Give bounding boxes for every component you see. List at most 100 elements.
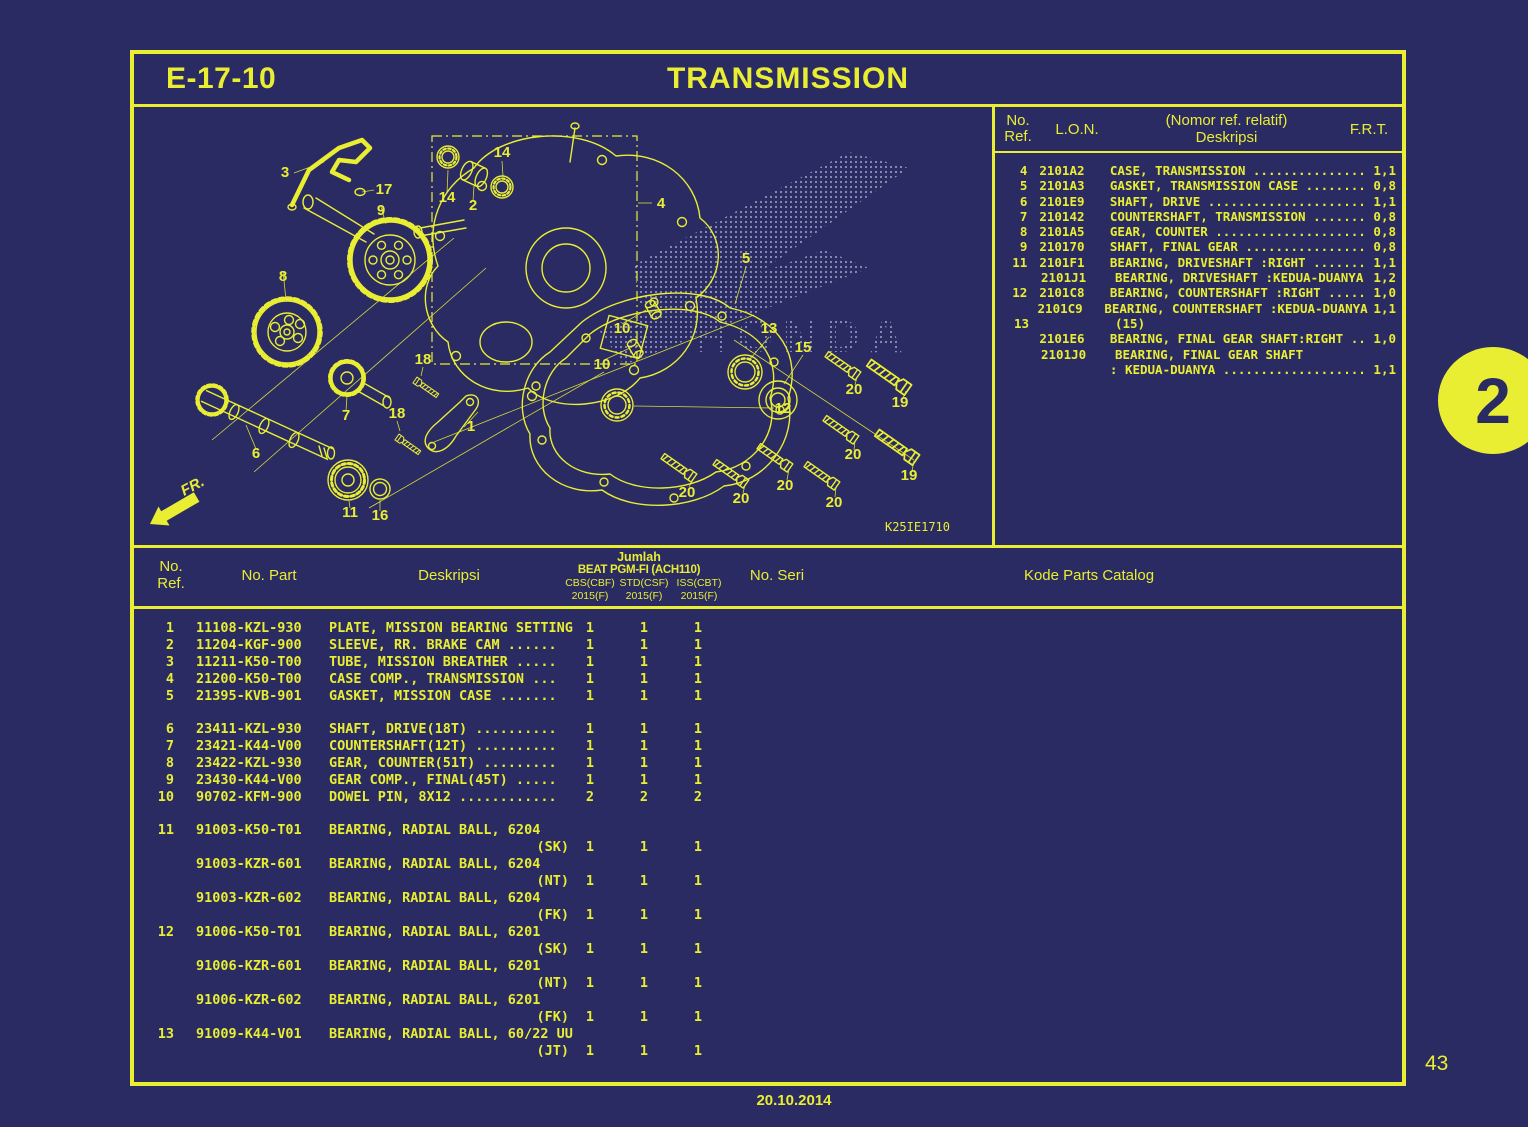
ref-header-noref: No. Ref. [1004,112,1032,145]
revision-date: 20.10.2014 [756,1092,832,1109]
page-border: E-17-10 TRANSMISSION [130,50,1406,1086]
transmission-case [413,122,719,406]
header-no-seri: No. Seri [749,567,805,584]
diagram-callout: 8 [279,268,287,285]
diagram-callout: 10 [594,356,611,373]
header-qty-year: 2015(F) [571,590,609,602]
diagram-callout: 12 [775,400,792,417]
header-qty-year: 2015(F) [625,590,663,602]
diagram-callout: 20 [679,484,696,501]
flange-bolt-19 [864,356,913,396]
counter-gear [251,296,323,368]
diagram-callout: 14 [494,144,511,161]
flange-bolt-18 [412,376,440,400]
diagram-callout: 20 [733,490,750,507]
diagram-callout: 20 [826,494,843,511]
fr-label: FR. [178,473,207,499]
diagram-callout: 17 [376,181,393,198]
header-no-part: No. Part [241,567,297,584]
header-no-ref: No. Ref. [157,558,185,592]
diagram-callout: 20 [846,381,863,398]
header-bottom-rule [134,606,1402,609]
diagram-callout: 19 [901,467,918,484]
ref-table: No. Ref. L.O.N. (Nomor ref. relatif) Des… [995,107,1402,545]
setting-plate [424,394,480,453]
diagram-callout: 10 [614,320,631,337]
diagram-callout: 20 [777,477,794,494]
header-qty-col: STD(CSF) [619,577,669,589]
diagram-callout: 3 [281,164,289,181]
ref-header-frt: F.R.T. [1349,120,1389,138]
leader-lines [245,160,915,511]
diagram-callout: 6 [252,445,260,462]
diagram-code: K25IE1710 [885,520,950,534]
diagram-callout: 20 [845,446,862,463]
header-kode-parts-catalog: Kode Parts Catalog [1023,567,1155,584]
diagram-callout: 18 [389,405,406,422]
ref-table-row: 13(15) [1013,315,1146,331]
header-qty-col: ISS(CBT) [676,577,722,589]
watermark-text: HONDA [694,310,913,362]
header-jumlah: Jumlah BEAT PGM-FI (ACH110) CBS(CBF) STD… [544,550,734,602]
header-qty-col: CBS(CBF) [565,577,615,589]
transmission-diagram: HONDA [150,122,950,534]
ref-table-row: : KEDUA-DUANYA ...................1,1 [1109,361,1396,377]
section-code: E-17-10 [166,62,277,95]
diagram-callout: 16 [372,507,389,524]
header-deskripsi: Deskripsi [418,567,480,584]
diagram-callout: 5 [742,250,750,267]
ref-header-deskripsi: (Nomor ref. relatif) Deskripsi [1165,112,1288,146]
honda-wing-watermark: HONDA [599,152,913,365]
diagram-callout: 2 [469,197,477,214]
chapter-tab-badge: 2 [1438,347,1528,454]
page-title: TRANSMISSION [666,62,909,95]
detail-box [431,135,638,365]
flange-bolt-20 [821,413,860,445]
diagram-callout: 4 [657,195,666,212]
title-bar: E-17-10 TRANSMISSION [134,54,1402,107]
diagram-callout: 14 [439,189,456,206]
page-number: 43 [1425,1052,1449,1075]
flange-bolt-20 [659,451,698,483]
ref-header-lon: L.O.N. [1055,120,1099,138]
ref-table-header: No. Ref. L.O.N. (Nomor ref. relatif) Des… [995,107,1402,153]
diagram-callout: 9 [377,202,385,219]
parts-table-header: No. Ref. No. Part Deskripsi Jumlah BEAT … [134,548,1402,606]
diagram-callout: 13 [761,320,778,337]
flange-bolt-20 [802,459,841,491]
diagram-callout: 19 [892,394,909,411]
